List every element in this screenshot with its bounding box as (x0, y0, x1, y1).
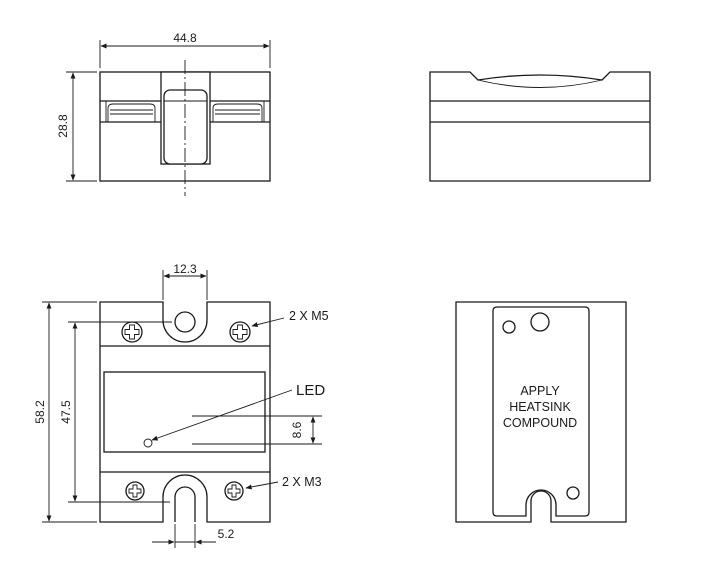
led-leader-line (151, 389, 293, 441)
dimension-hole-spacing: 47.5 (59, 321, 172, 503)
left-terminal-pocket (105, 101, 156, 122)
dimension-width-top: 44.8 (99, 31, 271, 68)
dimension-label-height: 28.8 (56, 114, 70, 138)
side-body-outline (429, 71, 651, 182)
dimension-overall-height: 58.2 (33, 301, 97, 523)
side-elevation-view (429, 71, 651, 182)
dimension-label-slot-width: 5.2 (218, 527, 235, 541)
label-window (103, 371, 266, 453)
mount-slot-bottom (174, 486, 196, 522)
dimension-height-top: 28.8 (56, 71, 97, 182)
mount-hole-top (174, 311, 196, 333)
m3-screw-left-icon (125, 481, 145, 501)
right-terminal-pocket (212, 101, 265, 122)
heatsink-label-line-3: COMPOUND (503, 416, 577, 430)
plan-view: LED 2 X M5 2 X M3 12.3 58.2 47.5 (33, 262, 329, 548)
m3-screw-right-icon (224, 481, 244, 501)
dimension-label-width: 44.8 (173, 31, 197, 45)
heatsink-label-line-1: APPLY (520, 384, 560, 398)
m5-screw-right-icon (229, 321, 251, 343)
led-indicator-icon (143, 438, 153, 448)
plan-body-outline (99, 301, 271, 523)
dimension-label-overall-height: 58.2 (33, 400, 47, 424)
dimension-label-led-offset: 8.6 (290, 421, 304, 438)
bottom-body-outline (455, 301, 627, 523)
m3-leader-line (245, 481, 279, 490)
m5-leader-line (251, 317, 285, 328)
dimension-label-mount-hole: 12.3 (173, 262, 197, 276)
led-callout-label: LED (296, 382, 325, 399)
heatsink-label-line-2: HEATSINK (509, 400, 571, 414)
bottom-view: APPLY HEATSINK COMPOUND (455, 301, 627, 523)
front-elevation-view: 44.8 28.8 (56, 31, 271, 196)
bottom-hole-small-icon (502, 320, 516, 334)
side-tab-curve (477, 79, 603, 88)
dimension-label-hole-spacing: 47.5 (59, 400, 73, 424)
dimension-slot-width: 5.2 (152, 524, 235, 548)
m5-callout-label: 2 X M5 (289, 309, 329, 323)
dimension-led-offset: 8.6 (192, 415, 322, 445)
heatsink-plate (492, 306, 590, 517)
bottom-hole-lower-icon (566, 486, 580, 500)
m3-callout-label: 2 X M3 (282, 475, 322, 489)
bottom-hole-large-icon (530, 312, 550, 332)
dimension-mount-hole-width: 12.3 (162, 262, 208, 300)
m5-screw-left-icon (121, 321, 143, 343)
center-mounting-tab (160, 60, 211, 196)
